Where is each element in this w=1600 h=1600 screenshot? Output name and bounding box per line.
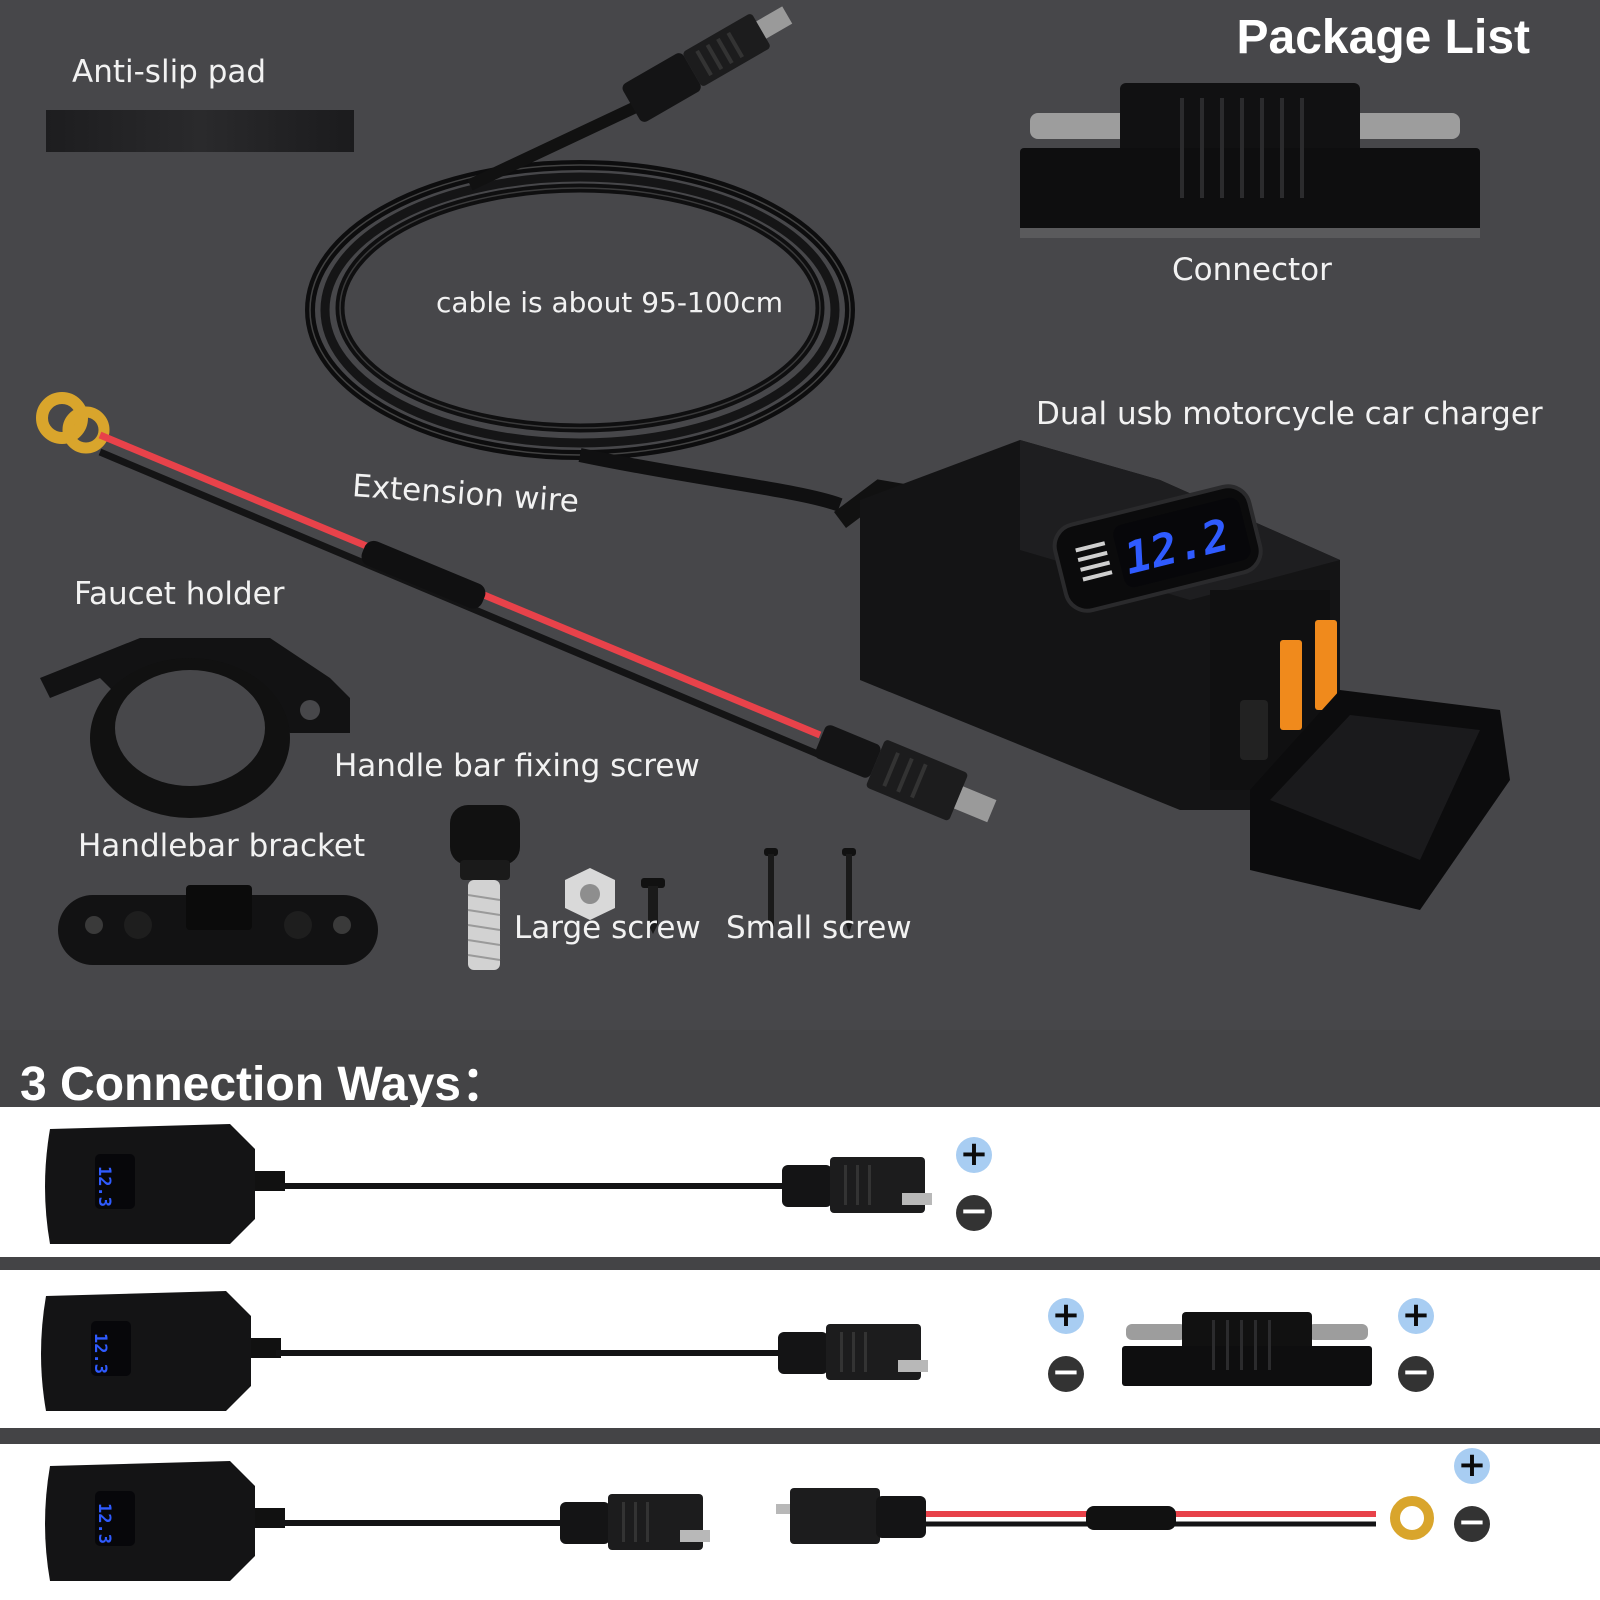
small-screws-image: [764, 848, 856, 934]
package-list-title: Package List: [1236, 11, 1530, 64]
nut-and-screw-image: [565, 868, 665, 934]
sae-plug-image: [560, 1494, 710, 1550]
charger-label: Dual usb motorcycle car charger: [1036, 396, 1543, 432]
minus-icon: −: [956, 1194, 992, 1231]
connection-way-1: 12.3 + −: [0, 1107, 1600, 1257]
sae-plug-image: [782, 1157, 932, 1213]
connector-image: [1122, 1312, 1372, 1386]
package-list-section: Package List Anti-slip pad cable is abo: [36, 6, 1543, 970]
usb-port-1: [1280, 640, 1302, 730]
connector-label: Connector: [1172, 252, 1332, 288]
dual-usb-charger-image: 12.2: [834, 440, 1510, 910]
faucet-holder-label: Faucet holder: [74, 576, 285, 612]
anti-slip-pad-label: Anti-slip pad: [72, 54, 267, 90]
ring-terminal: [36, 392, 110, 454]
small-screw-label: Small screw: [726, 910, 912, 946]
usb-port-2: [1315, 620, 1337, 710]
display-value-2: 12.3: [90, 1333, 110, 1374]
sae-plug-image: [778, 1324, 928, 1380]
plus-icon: +: [1398, 1298, 1434, 1334]
handle-bar-screw-image: [450, 805, 520, 970]
minus-icon: −: [1454, 1505, 1490, 1542]
connector-image: [1020, 83, 1480, 238]
display-value-1: 12.3: [94, 1166, 114, 1207]
connection-way-3: 12.3 + −: [0, 1444, 1600, 1600]
minus-icon: −: [1048, 1355, 1084, 1392]
faucet-holder-image: [40, 638, 350, 818]
plus-icon: +: [1048, 1298, 1084, 1334]
extension-wire-image: [776, 1488, 1434, 1544]
handle-bar-screw-label: Handle bar fixing screw: [334, 748, 700, 784]
charger-side-image: 12.3: [41, 1291, 281, 1411]
plus-icon: +: [1454, 1448, 1490, 1484]
handlebar-bracket-label: Handlebar bracket: [78, 828, 366, 864]
handlebar-bracket-image: [58, 885, 378, 965]
connection-ways-title: 3 Connection Ways：: [20, 1058, 509, 1111]
cable: [276, 1350, 786, 1356]
minus-icon: −: [1398, 1355, 1434, 1392]
cable-length-label: cable is about 95-100cm: [436, 286, 784, 319]
anti-slip-pad-image: [46, 110, 354, 152]
cable: [280, 1183, 790, 1189]
coiled-cable-image: [305, 6, 855, 512]
display-value-3: 12.3: [94, 1503, 114, 1544]
connection-way-2: 12.3 + − + −: [0, 1270, 1600, 1428]
cable: [280, 1520, 570, 1526]
plus-icon: +: [956, 1137, 992, 1173]
large-screw-label: Large screw: [514, 910, 701, 946]
charger-side-image: 12.3: [45, 1461, 285, 1581]
charger-side-image: 12.3: [45, 1124, 285, 1244]
extension-wire-image: [36, 392, 997, 823]
